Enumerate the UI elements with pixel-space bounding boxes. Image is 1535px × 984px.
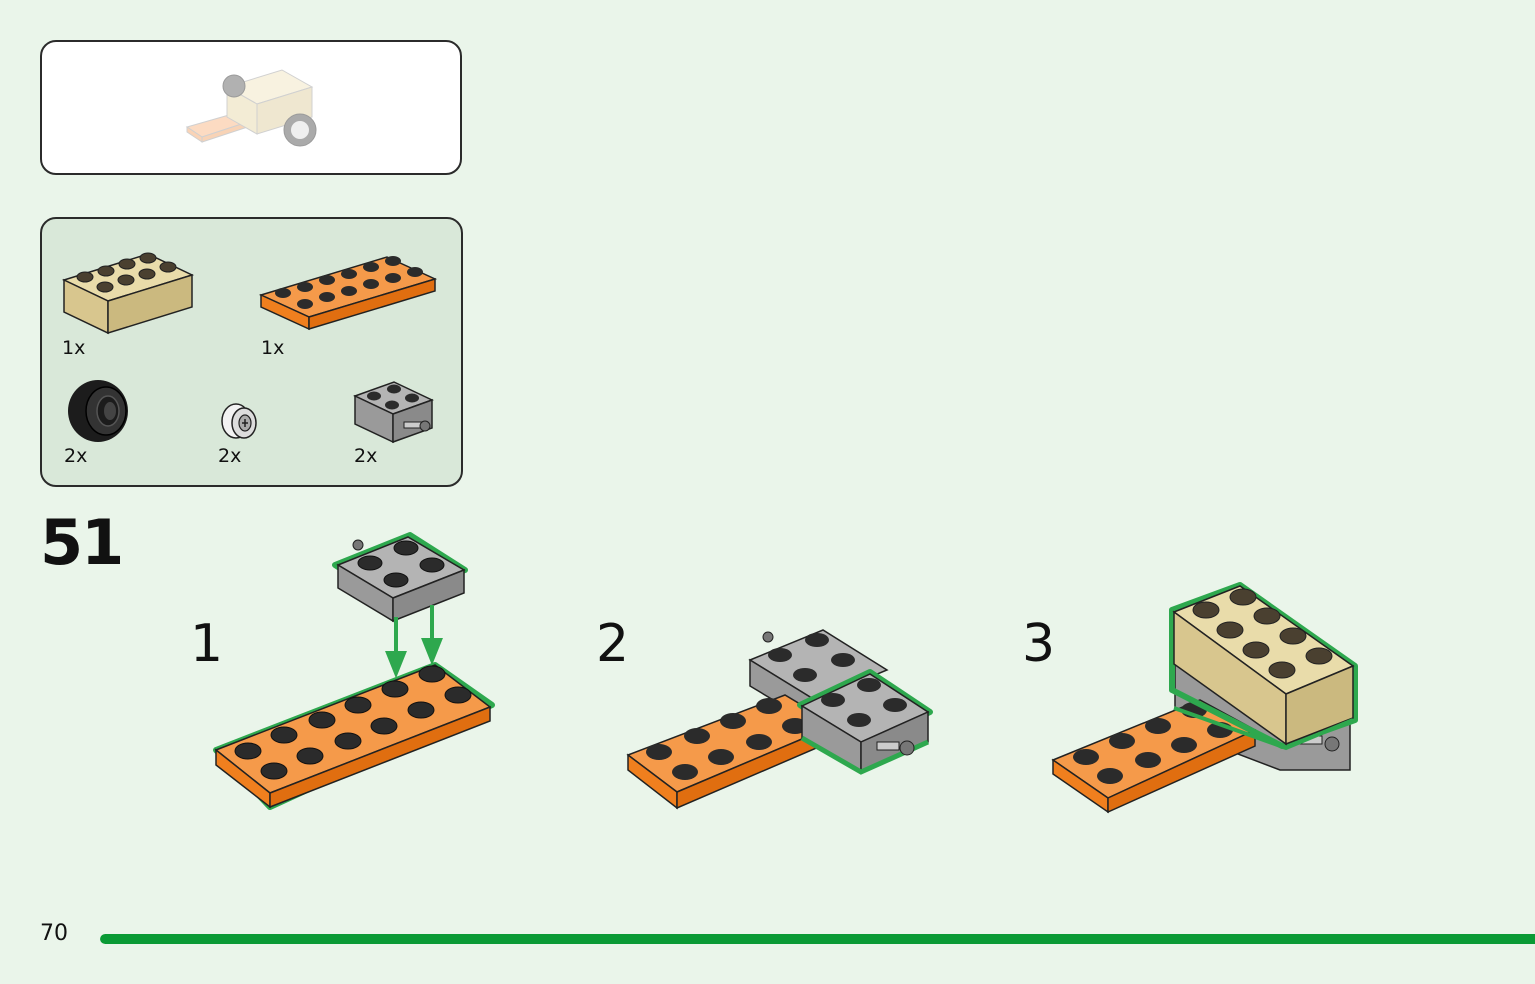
wheel-holder-qty: 2x — [354, 445, 378, 467]
sub-step-3-illustration — [1051, 582, 1358, 814]
sub-step-3-label: 3 — [1022, 614, 1056, 674]
rim-icon — [221, 403, 257, 439]
tire-icon — [68, 380, 128, 442]
rim-qty: 2x — [218, 445, 242, 467]
sub-step-1-label: 1 — [190, 614, 224, 674]
preview-assembly-illustration — [185, 69, 317, 147]
tire-qty: 2x — [64, 445, 88, 467]
tan-brick-qty: 1x — [62, 337, 86, 359]
parts-list: 1x 1x 2x 2x — [40, 217, 463, 487]
sub-step-2-illustration — [626, 629, 933, 810]
sub-step-2-label: 2 — [596, 614, 630, 674]
assembly-preview — [40, 40, 462, 175]
wheel-holder-icon — [353, 381, 434, 444]
orange-plate-qty: 1x — [261, 337, 285, 359]
step-number: 51 — [40, 506, 124, 579]
tan-brick-icon — [61, 252, 195, 335]
progress-bar — [100, 934, 1535, 944]
progress-bar-fill — [100, 934, 1535, 944]
orange-plate-icon — [258, 256, 438, 331]
page-number: 70 — [40, 921, 68, 946]
sub-step-1-illustration — [213, 532, 495, 810]
